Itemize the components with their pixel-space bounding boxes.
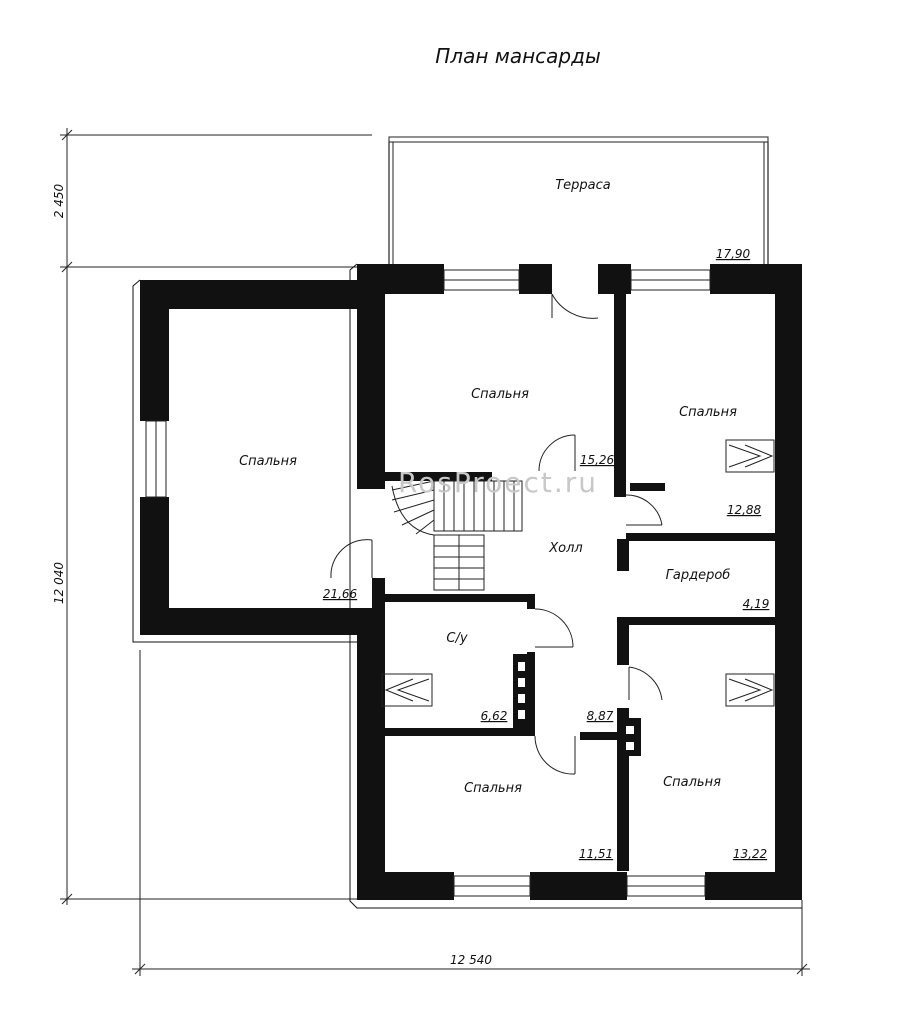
room-area-terrace: 17,90	[716, 247, 751, 261]
dimension-total-width: 12 540	[450, 953, 492, 967]
room-area-bedroom-southeast: 13,22	[733, 847, 767, 861]
room-area-bedroom-north: 15,26	[580, 453, 615, 467]
room-label-bedroom-west: Спальня	[239, 454, 297, 469]
dimension-terrace-depth: 2 450	[52, 183, 66, 218]
room-label-bedroom-southeast: Спальня	[663, 775, 721, 790]
roof-windows	[381, 439, 775, 707]
room-area-bedroom-west: 21,66	[323, 587, 358, 601]
room-area-bedroom-south: 11,51	[579, 847, 613, 861]
watermark-text: RosProect.ru	[398, 466, 598, 499]
room-area-hall: 8,87	[587, 709, 614, 723]
staircase	[391, 480, 523, 591]
windows	[145, 269, 711, 897]
dimension-lines	[60, 128, 810, 976]
room-area-bedroom-northeast: 12,88	[727, 503, 762, 517]
room-label-bedroom-south: Спальня	[464, 781, 522, 796]
room-label-terrace: Терраса	[555, 178, 611, 193]
terrace-railing	[388, 136, 769, 264]
room-label-bedroom-north: Спальня	[471, 387, 529, 402]
room-label-bathroom: С/у	[446, 631, 467, 646]
plan-title: План мансарды	[435, 44, 601, 68]
room-label-hall: Холл	[548, 541, 582, 556]
walls	[140, 264, 802, 900]
dimension-total-depth: 12 040	[52, 562, 66, 604]
room-area-wardrobe: 4,19	[743, 597, 770, 611]
vent-duct-holes	[518, 662, 634, 750]
room-area-bathroom: 6,62	[481, 709, 508, 723]
wall-outlines	[132, 263, 802, 909]
doors	[330, 293, 663, 775]
room-label-bedroom-northeast: Спальня	[679, 405, 737, 420]
room-label-wardrobe: Гардероб	[666, 568, 731, 583]
